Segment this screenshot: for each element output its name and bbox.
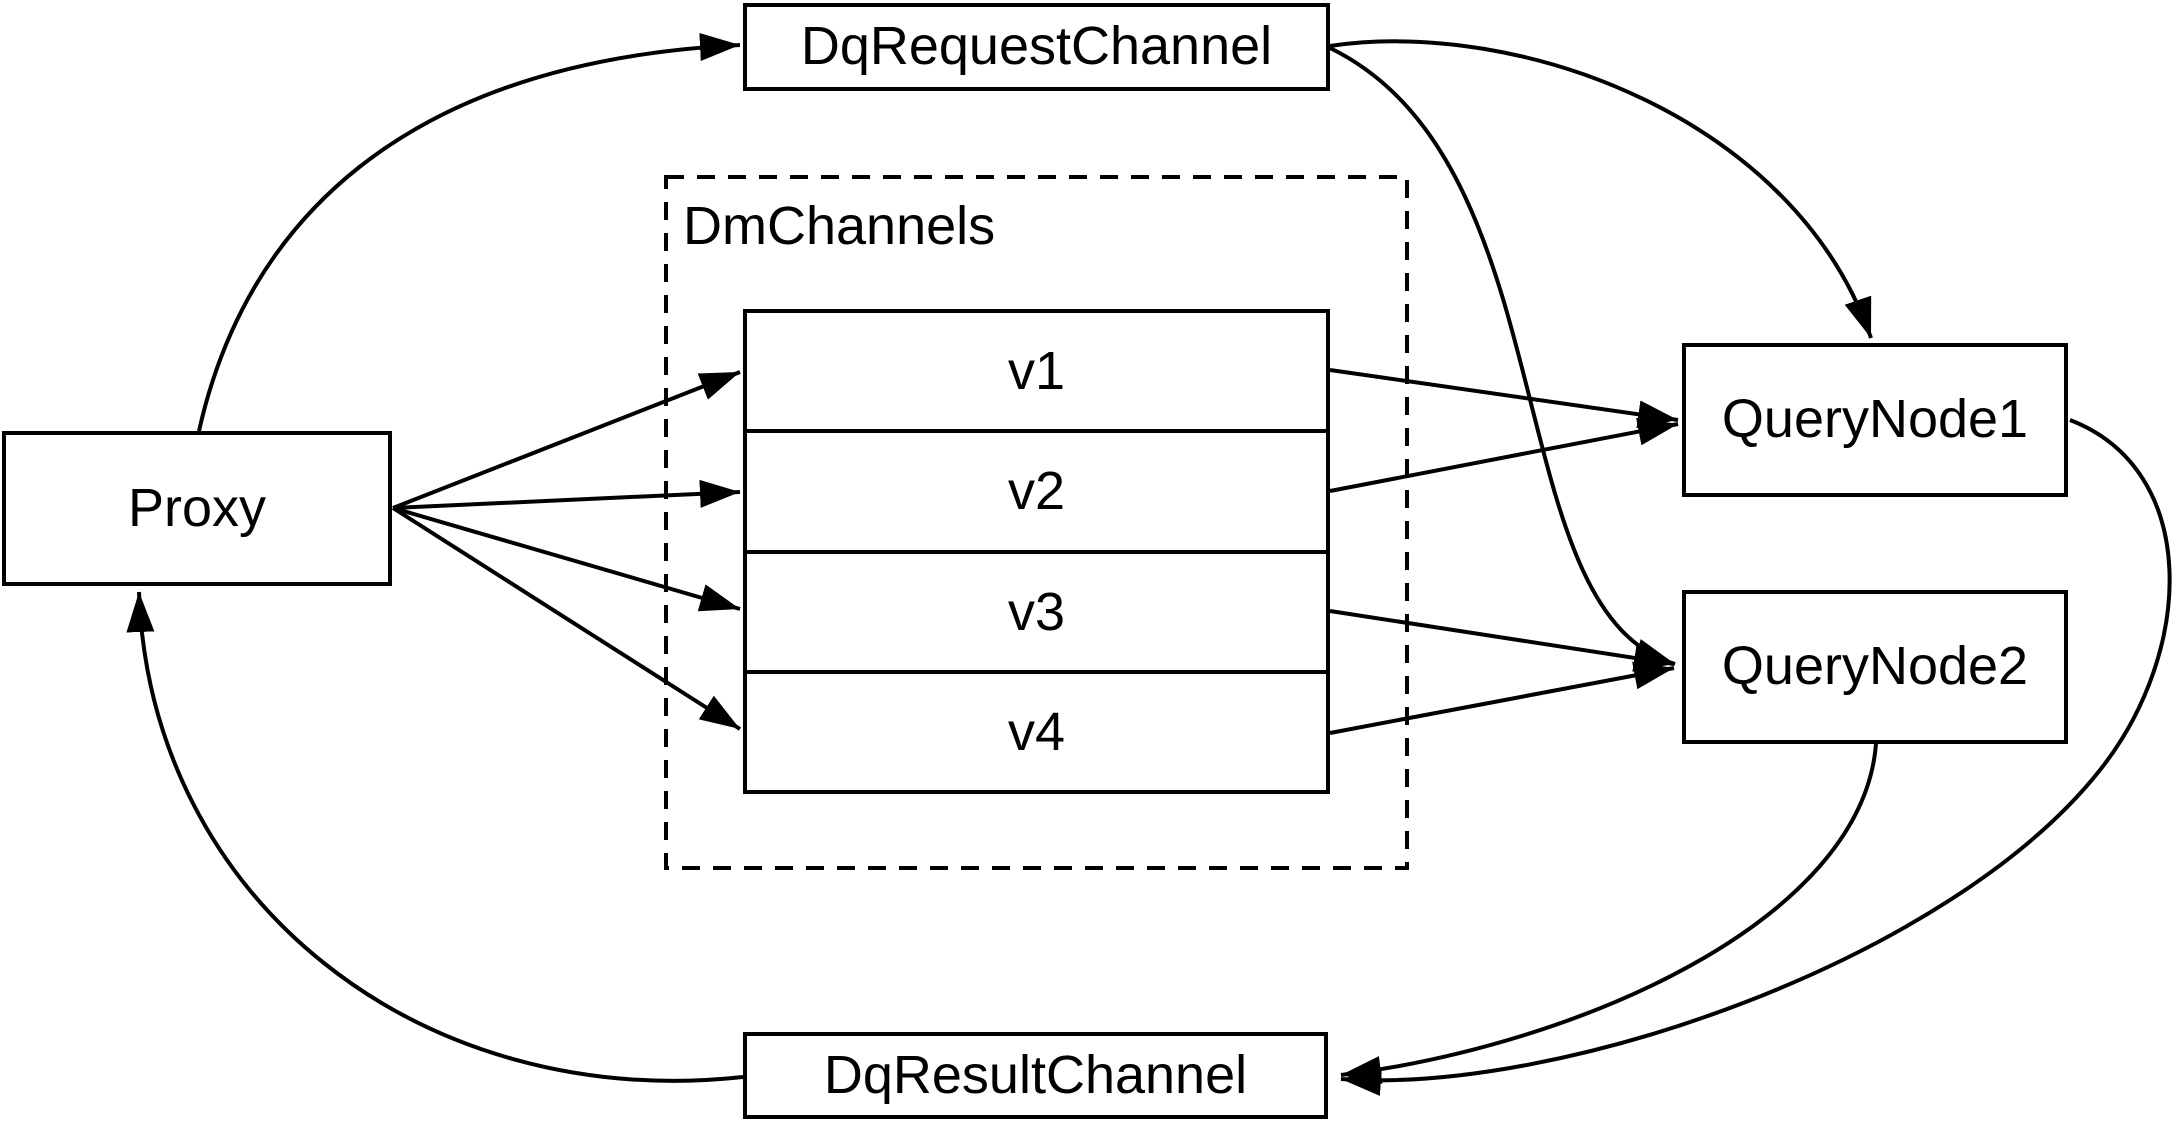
proxy-node: Proxy (2, 431, 392, 586)
query-node-2-node: QueryNode2 (1682, 590, 2068, 744)
edge-proxy-to-dq-request-channel (197, 33, 741, 432)
dq-request-channel-label: DqRequestChannel (800, 16, 1273, 77)
channel-row-v3: v3 (747, 554, 1326, 674)
query-node-1-node: QueryNode1 (1682, 343, 2068, 497)
dm-channels-group-border (664, 175, 1409, 870)
proxy-label: Proxy (127, 477, 267, 538)
dm-channels-stack: v1 v2 v3 v4 (743, 309, 1330, 794)
edge-dq-request-channel-to-query-node-2 (1329, 46, 1676, 666)
channel-v3-label: v3 (1007, 581, 1066, 642)
edge-v2-to-query-node-1 (1329, 417, 1679, 493)
dq-result-channel-label: DqResultChannel (823, 1044, 1248, 1105)
channel-row-v1: v1 (747, 313, 1326, 434)
edge-proxy-to-v1 (392, 370, 741, 510)
edge-dq-request-channel-to-query-node-1 (1329, 39, 1873, 339)
edge-proxy-to-v4 (391, 506, 742, 731)
channel-v1-label: v1 (1007, 341, 1066, 402)
edge-v4-to-query-node-2 (1329, 661, 1675, 735)
dm-channels-label: DmChannels (683, 196, 996, 256)
edge-proxy-to-v2 (392, 479, 741, 510)
edge-dq-result-channel-to-proxy (126, 591, 744, 1083)
channel-v2-label: v2 (1007, 461, 1066, 522)
edge-v1-to-query-node-1 (1329, 368, 1679, 429)
channel-row-v2: v2 (747, 433, 1326, 554)
query-node-2-label: QueryNode2 (1721, 636, 2029, 697)
dq-result-channel-node: DqResultChannel (743, 1032, 1328, 1119)
edge-query-node-1-to-dq-result-channel (1340, 418, 2172, 1096)
dq-request-channel-node: DqRequestChannel (743, 3, 1330, 91)
edge-query-node-2-to-dq-result-channel (1340, 743, 1878, 1084)
edge-proxy-to-v3 (392, 506, 741, 612)
query-node-1-label: QueryNode1 (1721, 389, 2029, 450)
edge-v3-to-query-node-2 (1329, 609, 1675, 672)
channel-v4-label: v4 (1007, 701, 1066, 762)
channel-row-v4: v4 (747, 674, 1326, 790)
